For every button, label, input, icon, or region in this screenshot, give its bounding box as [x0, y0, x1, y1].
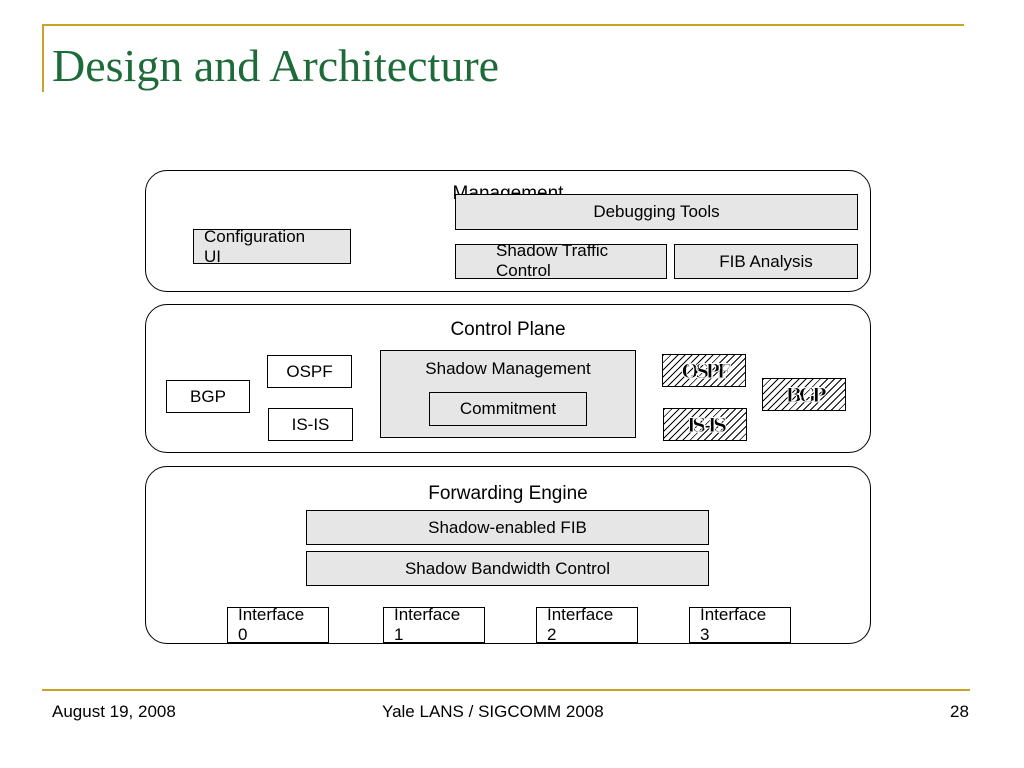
shadow-enabled-fib-label: Shadow-enabled FIB	[428, 517, 587, 537]
shadow-traffic-control-line1: Shadow Traffic	[496, 244, 609, 260]
configuration-ui-box: Configuration UI	[193, 229, 351, 264]
shadow-bgp-box: BGP	[762, 378, 846, 411]
ospf-label: OSPF	[286, 361, 333, 381]
debugging-tools-box: Debugging Tools	[455, 194, 858, 230]
interface-3-line2: 3	[700, 625, 710, 643]
shadow-isis-box: IS-IS	[663, 408, 747, 441]
interface-0-line2: 0	[238, 625, 248, 643]
interface-0-box: Interface 0	[227, 607, 329, 643]
configuration-ui-line1: Configuration	[204, 229, 306, 246]
footer-page-number: 28	[950, 702, 969, 721]
debugging-tools-label: Debugging Tools	[593, 202, 720, 221]
shadow-traffic-control-box: Shadow Traffic Control	[455, 244, 667, 279]
footer-center-text: Yale LANS / SIGCOMM 2008	[382, 702, 604, 721]
interface-1-line2: 1	[394, 625, 404, 643]
bottom-rule	[42, 689, 970, 691]
shadow-enabled-fib-box: Shadow-enabled FIB	[306, 510, 709, 545]
fib-analysis-label: FIB Analysis	[719, 251, 813, 271]
left-rule	[42, 24, 44, 92]
shadow-ospf-label: OSPF	[681, 358, 731, 383]
fib-analysis-box: FIB Analysis	[674, 244, 858, 279]
interface-3-box: Interface 3	[689, 607, 791, 643]
interface-2-line1: Interface	[547, 607, 614, 624]
slide-title: Design and Architecture	[52, 40, 500, 91]
ospf-box: OSPF	[267, 355, 352, 388]
isis-box: IS-IS	[268, 408, 353, 441]
interface-3-line1: Interface	[700, 607, 767, 624]
isis-label: IS-IS	[291, 414, 330, 434]
shadow-bgp-label: BGP	[785, 382, 827, 407]
commitment-box: Commitment	[429, 392, 587, 426]
shadow-bandwidth-control-label: Shadow Bandwidth Control	[404, 558, 611, 578]
control-plane-label: Control Plane	[450, 319, 566, 340]
bgp-box: BGP	[166, 380, 250, 413]
shadow-isis-label: IS-IS	[686, 412, 728, 437]
shadow-ospf-box: OSPF	[662, 354, 746, 387]
footer-date: August 19, 2008	[52, 702, 176, 721]
configuration-ui-line2: UI	[204, 247, 221, 264]
shadow-bandwidth-control-box: Shadow Bandwidth Control	[306, 551, 709, 586]
interface-0-line1: Interface	[238, 607, 305, 624]
interface-1-box: Interface 1	[383, 607, 485, 643]
shadow-management-label: Shadow Management	[425, 359, 591, 378]
top-rule	[42, 24, 964, 26]
commitment-label: Commitment	[459, 399, 557, 418]
interface-2-line2: 2	[547, 625, 557, 643]
interface-2-box: Interface 2	[536, 607, 638, 643]
bgp-label: BGP	[190, 386, 226, 406]
interface-1-line1: Interface	[394, 607, 461, 624]
shadow-traffic-control-line2: Control	[496, 261, 551, 279]
forwarding-engine-label: Forwarding Engine	[428, 483, 588, 504]
